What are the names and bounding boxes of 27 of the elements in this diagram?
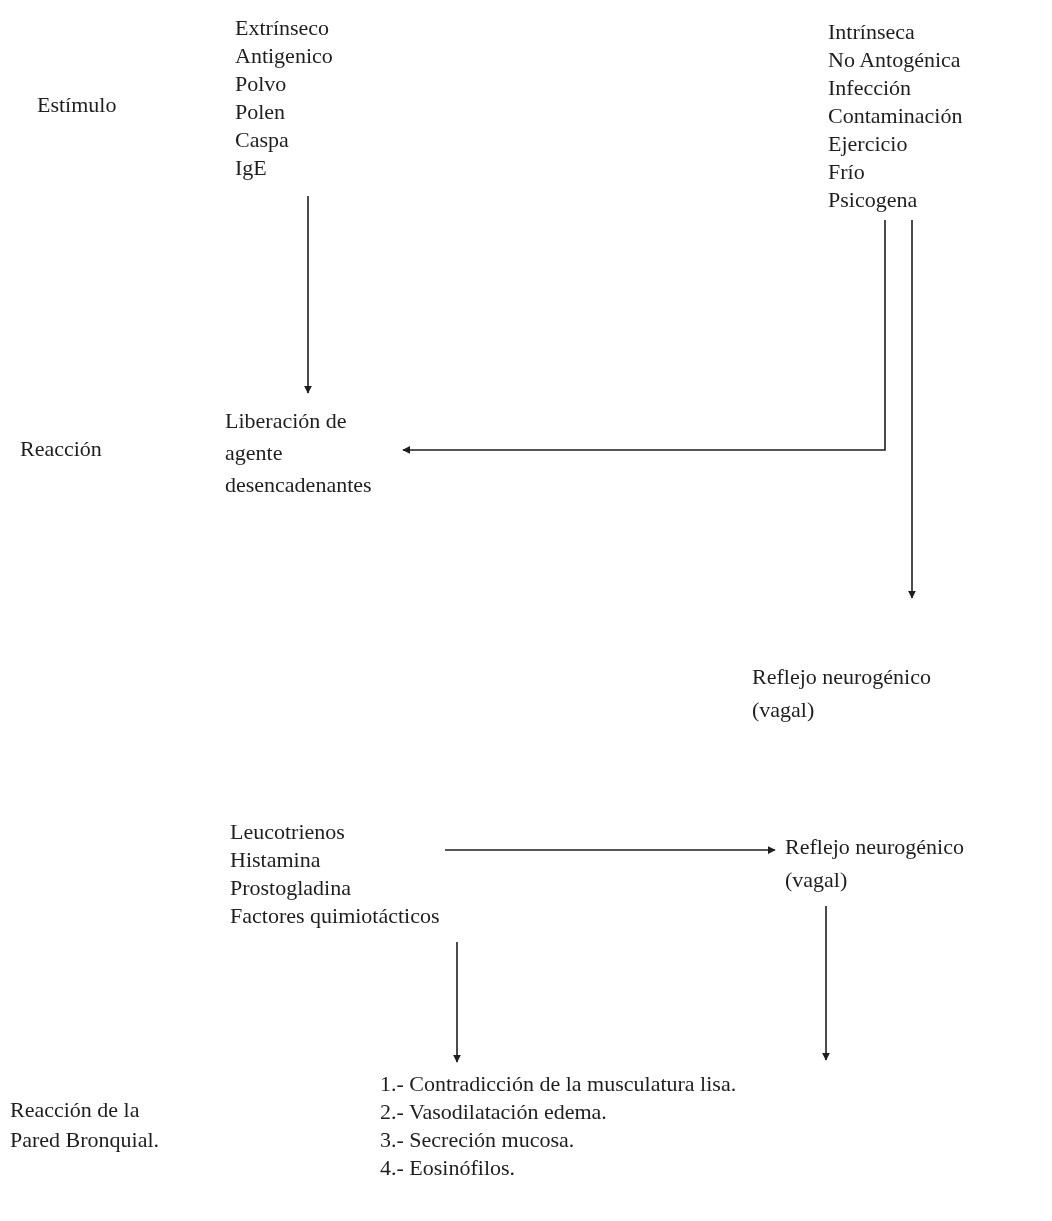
node-text: Infección bbox=[828, 74, 913, 102]
node-text: Histamina bbox=[230, 846, 322, 874]
node-text: Prostogladina bbox=[230, 874, 352, 902]
node-text: IgE bbox=[235, 154, 268, 182]
stage-label: Reacción de la Pared Bronquial. bbox=[10, 1096, 161, 1154]
node-text: Liberación de agente desencadenantes bbox=[225, 407, 373, 499]
node-text: 2.- Vasodilatación edema. bbox=[380, 1098, 608, 1126]
node-text: Reflejo neurogénico (vagal) bbox=[752, 663, 932, 724]
node-text: Intrínseca bbox=[828, 18, 916, 46]
node-text: Psicogena bbox=[828, 186, 919, 214]
node-text: Leucotrienos bbox=[230, 818, 346, 846]
node-text: 3.- Secreción mucosa. bbox=[380, 1126, 576, 1154]
node-text: Polvo bbox=[235, 70, 288, 98]
node-text: 1.- Contradicción de la musculatura lisa. bbox=[380, 1070, 737, 1098]
node-text: Caspa bbox=[235, 126, 290, 154]
node-text: No Antogénica bbox=[828, 46, 962, 74]
node-text: Reflejo neurogénico (vagal) bbox=[785, 833, 965, 894]
node-text: 4.- Eosinófilos. bbox=[380, 1154, 517, 1182]
node-text: Extrínseco bbox=[235, 14, 331, 42]
node-text: Factores quimiotácticos bbox=[230, 902, 440, 930]
node-text: Contaminación bbox=[828, 102, 963, 130]
node-text: Antigenico bbox=[235, 42, 333, 70]
node-text: Polen bbox=[235, 98, 287, 126]
stage-label: Reacción bbox=[20, 435, 102, 463]
node-text: Frío bbox=[828, 158, 866, 186]
stage-label: Estímulo bbox=[37, 91, 117, 119]
node-text: Ejercicio bbox=[828, 130, 909, 158]
